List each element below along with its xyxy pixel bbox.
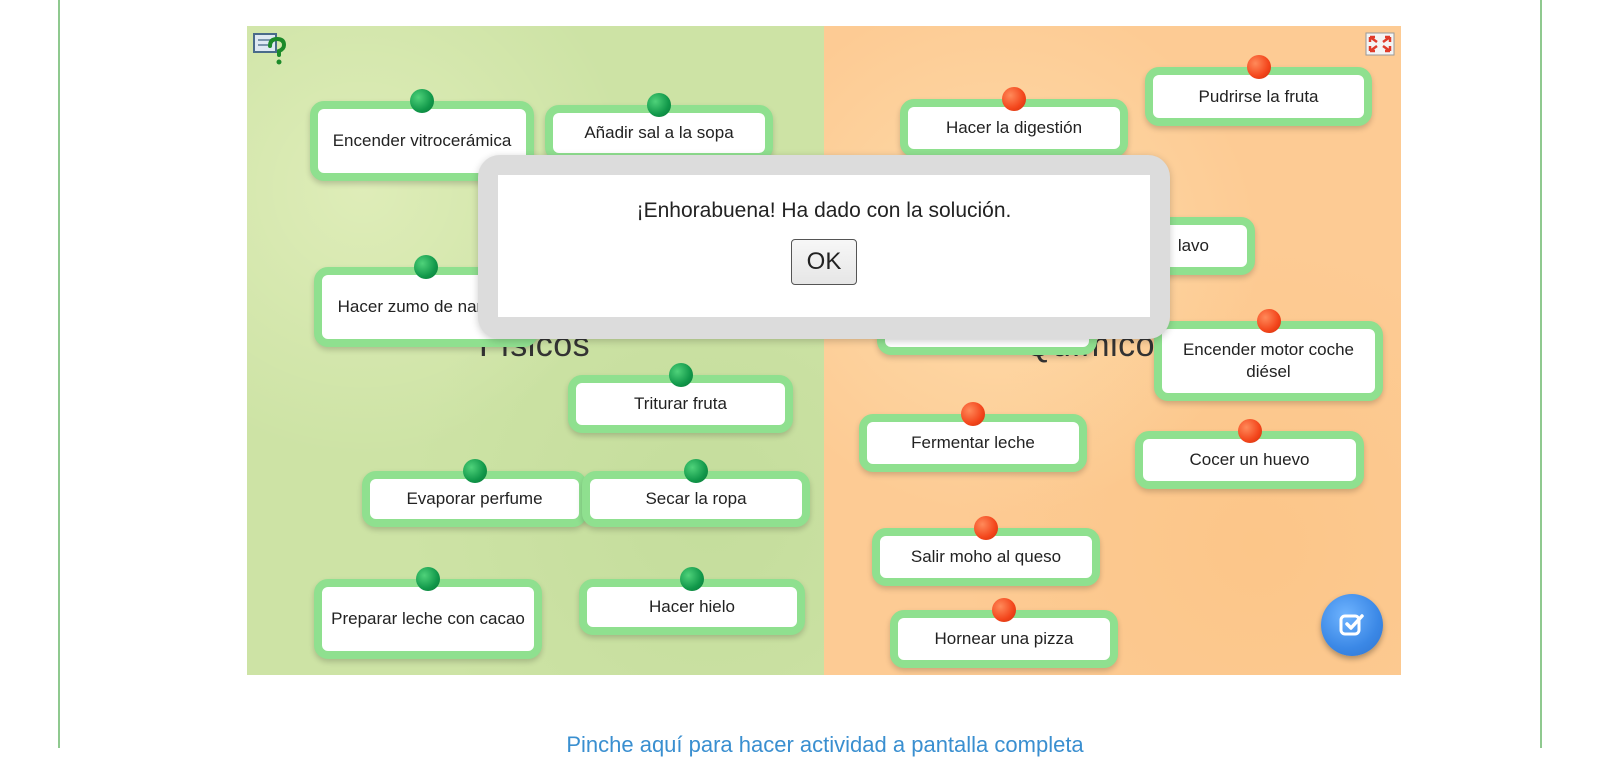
card-secar-ropa[interactable]: Secar la ropa: [582, 459, 810, 527]
activity-board: Físicos Químicos Encender vitrocerámica …: [247, 26, 1401, 675]
card-hornear-pizza[interactable]: Hornear una pizza: [890, 598, 1118, 668]
card-pudrirse-fruta[interactable]: Pudrirse la fruta: [1145, 55, 1372, 126]
card-label: Encender vitrocerámica: [332, 131, 512, 150]
card-triturar-fruta[interactable]: Triturar fruta: [568, 363, 793, 433]
frame-border-right: [1540, 0, 1542, 748]
card-cocer-huevo[interactable]: Cocer un huevo: [1135, 419, 1364, 489]
help-icon[interactable]: [252, 30, 288, 66]
card-encender-motor[interactable]: Encender motor coche diésel: [1154, 309, 1383, 401]
card-salir-moho[interactable]: Salir moho al queso: [872, 516, 1100, 586]
check-icon: [1339, 614, 1364, 636]
card-preparar-leche[interactable]: Preparar leche con cacao: [314, 567, 542, 659]
red-pin-icon: [992, 598, 1016, 622]
card-label: Cocer un huevo: [1189, 450, 1310, 469]
ok-button[interactable]: OK: [791, 239, 857, 285]
green-pin-icon: [414, 255, 438, 279]
card-anadir-sal[interactable]: Añadir sal a la sopa: [545, 93, 773, 161]
card-label: Encender motor coche diésel: [1182, 340, 1355, 381]
card-label: Hacer hielo: [649, 597, 735, 616]
green-pin-icon: [410, 89, 434, 113]
green-pin-icon: [668, 363, 693, 387]
green-pin-icon: [462, 459, 487, 483]
check-button[interactable]: [1321, 594, 1383, 656]
card-label: Hacer la digestión: [945, 118, 1083, 137]
red-pin-icon: [974, 516, 998, 540]
card-label: Hornear una pizza: [934, 629, 1074, 648]
dialog-message: ¡Enhorabuena! Ha dado con la solución.: [636, 199, 1012, 222]
card-label: Preparar leche con cacao: [331, 609, 525, 628]
red-pin-icon: [961, 402, 985, 426]
card-label: Secar la ropa: [645, 489, 747, 508]
card-label: Añadir sal a la sopa: [584, 123, 734, 142]
fullscreen-activity-link[interactable]: Pinche aquí para hacer actividad a panta…: [566, 732, 1084, 757]
card-label: Hacer zumo de naranja: [337, 297, 515, 316]
card-label: Evaporar perfume: [406, 489, 543, 508]
card-label: lavo: [1177, 236, 1209, 255]
success-dialog: ¡Enhorabuena! Ha dado con la solución. O…: [478, 155, 1170, 339]
dialog-body: ¡Enhorabuena! Ha dado con la solución. O…: [498, 175, 1150, 317]
card-label: Salir moho al queso: [910, 547, 1062, 566]
green-pin-icon: [416, 567, 440, 591]
card-hacer-digestion[interactable]: Hacer la digestión: [900, 87, 1128, 157]
red-pin-icon: [1002, 87, 1026, 111]
fullscreen-icon[interactable]: [1365, 32, 1395, 56]
green-pin-icon: [647, 93, 671, 117]
red-pin-icon: [1237, 419, 1262, 443]
card-evaporar-perfume[interactable]: Evaporar perfume: [362, 459, 587, 527]
card-fermentar-leche[interactable]: Fermentar leche: [859, 402, 1087, 472]
card-label: Fermentar leche: [911, 433, 1035, 452]
card-encender-vitroceramica[interactable]: Encender vitrocerámica: [310, 89, 534, 181]
card-label: Pudrirse la fruta: [1198, 86, 1319, 106]
card-hacer-hielo[interactable]: Hacer hielo: [579, 567, 805, 635]
red-pin-icon: [1256, 309, 1281, 333]
red-pin-icon: [1246, 55, 1271, 79]
card-label: Triturar fruta: [634, 394, 727, 413]
green-pin-icon: [680, 567, 704, 591]
green-pin-icon: [684, 459, 708, 483]
frame-border-left: [58, 0, 60, 748]
